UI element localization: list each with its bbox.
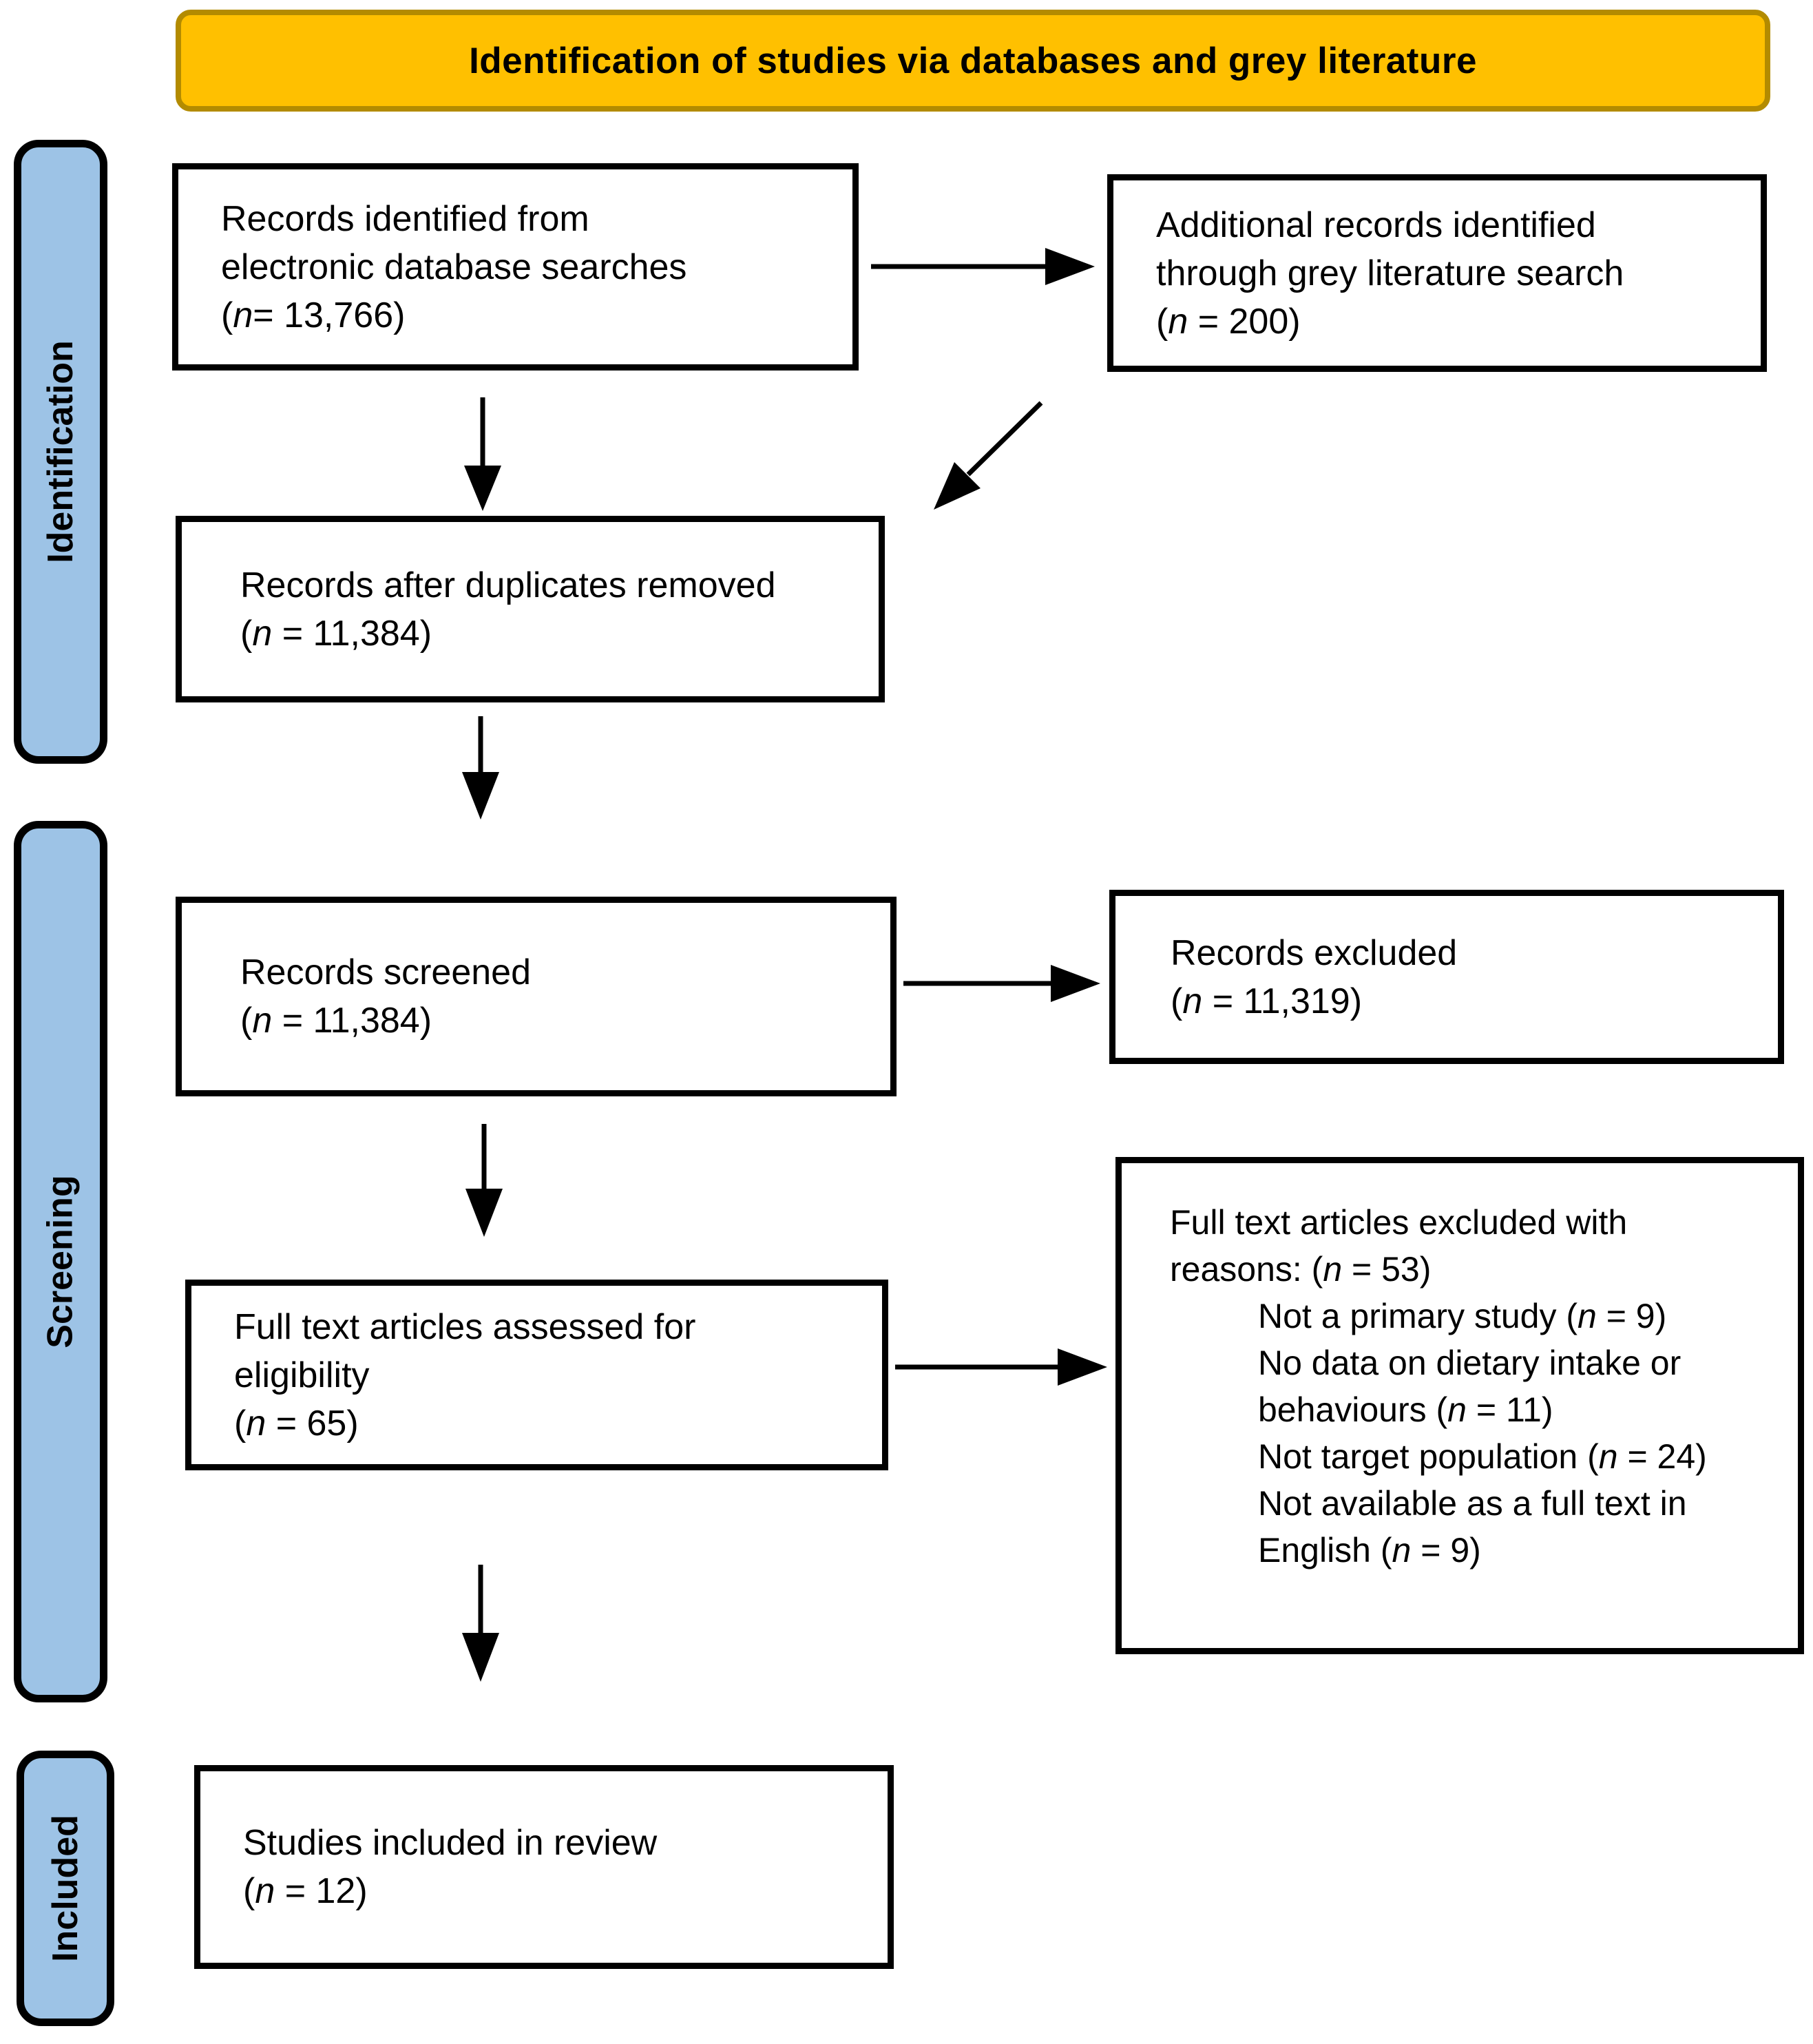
text-line: Not available as a full text in [1258, 1484, 1687, 1523]
banner: Identification of studies via databases … [176, 10, 1770, 112]
box-text: Studies included in review (n = 12) [243, 1819, 871, 1915]
box-records-excluded: Records excluded (n = 11,319) [1109, 890, 1784, 1064]
text-line: through grey literature search [1156, 253, 1624, 293]
box-text: Full text articles excluded with reasons:… [1170, 1199, 1781, 1293]
banner-title: Identification of studies via databases … [469, 40, 1477, 81]
arrow-screened-to-fulltext [465, 1124, 503, 1237]
arrow-identified-to-grey [871, 248, 1095, 285]
text-line: (n = 12) [243, 1871, 368, 1911]
box-text: Records screened (n = 11,384) [240, 948, 874, 1045]
box-text: Records identified from electronic databa… [221, 195, 836, 340]
text-line: Records excluded [1171, 932, 1458, 973]
box-fulltext-excluded-reasons: Full text articles excluded with reasons:… [1115, 1157, 1804, 1654]
text-line: (n = 11,319) [1171, 981, 1363, 1021]
text-line: Additional records identified [1156, 205, 1596, 245]
box-text: Full text articles assessed for eligibili… [234, 1303, 866, 1448]
text-line: (n= 13,766) [221, 295, 406, 335]
text-line: Not a primary study (n = 9) [1258, 1297, 1667, 1335]
text-line: (n = 200) [1156, 301, 1301, 342]
text-line: English (n = 9) [1258, 1531, 1481, 1570]
text-line: (n = 11,384) [240, 1001, 432, 1041]
text-line: eligibility [234, 1355, 370, 1395]
box-text: Records after duplicates removed (n = 11,… [240, 561, 862, 658]
stage-label-included: Included [45, 1815, 86, 1962]
text-line: reasons: (n = 53) [1170, 1250, 1432, 1289]
box-grey-literature: Additional records identified through gre… [1107, 174, 1767, 372]
box-studies-included: Studies included in review (n = 12) [194, 1765, 894, 1969]
box-text: Additional records identified through gre… [1156, 201, 1744, 346]
arrow-grey-to-dedup [934, 401, 1043, 510]
box-fulltext-assessed: Full text articles assessed for eligibili… [185, 1280, 888, 1470]
arrow-fulltext-to-reasons [895, 1348, 1107, 1386]
stage-rail-included: Included [17, 1751, 114, 2026]
text-line: Records after duplicates removed [240, 565, 776, 605]
text-line: Not target population (n = 24) [1258, 1437, 1707, 1476]
exclusion-reason-list: Not a primary study (n = 9) No data on di… [1170, 1293, 1781, 1574]
text-line: No data on dietary intake or [1258, 1344, 1681, 1382]
box-records-screened: Records screened (n = 11,384) [176, 897, 897, 1096]
stage-rail-screening: Screening [14, 821, 107, 1702]
stage-label-screening: Screening [41, 1175, 81, 1348]
box-duplicates-removed: Records after duplicates removed (n = 11,… [176, 516, 885, 702]
text-line: (n = 65) [234, 1403, 359, 1443]
stage-rail-identification: Identification [14, 140, 107, 764]
text-line: Full text articles assessed for [234, 1306, 696, 1347]
text-line: Records identified from [221, 198, 589, 239]
text-line: Studies included in review [243, 1823, 658, 1863]
text-line: electronic database searches [221, 247, 687, 287]
arrow-dedup-to-screened [462, 716, 499, 820]
text-line: Full text articles excluded with [1170, 1203, 1628, 1242]
text-line: behaviours (n = 11) [1258, 1390, 1553, 1429]
text-line: Records screened [240, 952, 531, 992]
box-records-identified: Records identified from electronic databa… [172, 163, 859, 371]
arrow-identified-to-dedup [464, 397, 501, 511]
arrow-fulltext-to-included [462, 1565, 499, 1682]
box-text: Records excluded (n = 11,319) [1171, 929, 1761, 1025]
stage-label-identification: Identification [41, 340, 81, 563]
text-line: (n = 11,384) [240, 613, 432, 654]
arrow-screened-to-excluded [903, 965, 1100, 1002]
